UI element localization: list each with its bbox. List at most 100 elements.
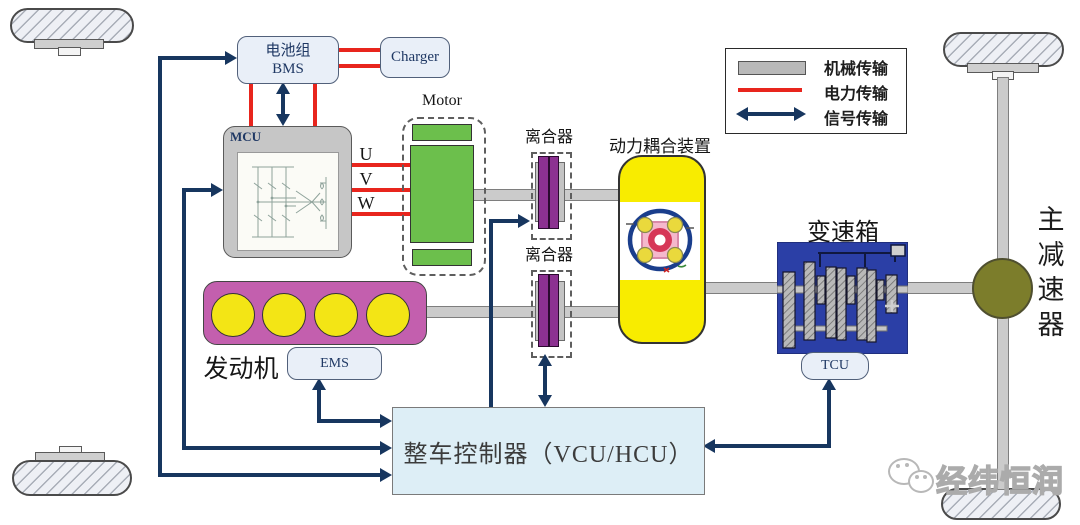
shaft-gearbox-to-reducer [906, 282, 976, 294]
motor-label: Motor [422, 92, 462, 109]
motor-dashed-outline [402, 117, 486, 276]
signal-line-tcu-horizontal [715, 444, 831, 448]
legend-signal-label: 信号传输 [824, 111, 889, 128]
electric-line-bms-mcu-2 [313, 82, 317, 126]
signal-line-vcu-bms-vertical [158, 56, 162, 477]
planetary-gear-drawing [626, 208, 694, 273]
wechat-eye [923, 475, 927, 479]
clutch-upper-label: 离合器 [524, 129, 573, 146]
clutch-lower-discs [538, 274, 559, 347]
signal-line-ems-horizontal [317, 419, 380, 423]
vcu-box: 整车控制器（VCU/HCU） [392, 407, 705, 495]
engine-cylinder [314, 293, 358, 337]
signal-line-into-vcu-bottom [158, 473, 380, 477]
arrowhead-into-vcu-right [703, 439, 715, 453]
engine-box [203, 281, 427, 345]
coupling-illustration-band [620, 202, 700, 280]
signal-line-tcu-vertical [827, 389, 831, 448]
tire [943, 32, 1064, 67]
charger-label: Charger [390, 49, 440, 65]
arrowhead-into-vcu-1 [380, 468, 392, 482]
arrowhead-into-bms [225, 51, 237, 65]
motor-body [410, 145, 474, 243]
shaft-right-upper [997, 77, 1009, 260]
ems-label: EMS [320, 355, 349, 371]
inverter-circuit-drawing [252, 166, 327, 238]
legend-electric-label: 电力传输 [824, 86, 889, 103]
legend-mechanical-label: 机械传输 [824, 61, 889, 78]
engine-cylinder [211, 293, 255, 337]
main-reducer-label: 主减速器 [1037, 205, 1065, 340]
arrowhead-into-ems [312, 378, 326, 390]
electric-line-bms-mcu-1 [249, 82, 253, 126]
watermark-text: 经纬恒润 [935, 463, 1064, 499]
electric-line-phase-w [352, 212, 410, 216]
shaft-coupling-to-gearbox [700, 282, 781, 294]
coupling-label: 动力耦合装置 [609, 137, 711, 156]
legend-mechanical-swatch [738, 61, 806, 75]
arrowhead-into-vcu-2 [380, 441, 392, 455]
wechat-bubble-small [908, 470, 934, 493]
mcu-box: MCU [223, 126, 352, 258]
motor-stator-top [412, 124, 472, 141]
tire [941, 488, 1061, 520]
arrowhead-into-tcu [822, 378, 836, 390]
battery-label-line1: 电池组 [265, 43, 311, 59]
arrowhead-into-clutch1 [518, 214, 530, 228]
signal-line-vcu-clutch1-horizontal [489, 219, 518, 223]
legend-box: 机械传输 电力传输 信号传输 [725, 48, 907, 134]
battery-bms-box: 电池组 BMS [237, 36, 339, 84]
wechat-eye [905, 463, 909, 467]
signal-line-vcu-clutch1-vertical [489, 219, 493, 407]
tire [10, 8, 134, 43]
electric-line-bms-charger-2 [337, 64, 380, 68]
charger-box: Charger [380, 37, 450, 78]
clutch-lower-dashed-outline [531, 270, 572, 358]
arrowhead-into-bms-bottom [276, 82, 290, 94]
phase-w-label: W [357, 193, 375, 213]
tcu-label: TCU [821, 358, 849, 373]
gearbox-drawing [776, 241, 909, 355]
clutch-upper-discs [538, 156, 559, 229]
arrowhead-into-clutch2 [538, 354, 552, 366]
tire [12, 460, 132, 496]
main-reducer-circle [972, 258, 1033, 319]
arrowhead-into-vcu-top [538, 395, 552, 407]
gearbox-box [776, 241, 909, 355]
battery-label-line2: BMS [272, 61, 304, 77]
mcu-label: MCU [230, 129, 262, 144]
signal-line-bms-mcu [281, 92, 285, 116]
arrowhead-into-mcu-top [276, 114, 290, 126]
motor-stator-bottom [412, 249, 472, 266]
inverter-schematic [237, 152, 339, 251]
ems-box: EMS [287, 347, 382, 380]
arrowhead-into-vcu-3 [380, 414, 392, 428]
wechat-eye [896, 464, 900, 468]
engine-cylinder [366, 293, 410, 337]
signal-line-into-vcu-mid [182, 446, 380, 450]
clutch-lower-label: 离合器 [524, 247, 573, 264]
legend-signal-arrow-left [736, 107, 748, 121]
hub-nub [58, 47, 81, 56]
vcu-label: 整车控制器（VCU/HCU） [403, 441, 694, 468]
phase-u-label: U [359, 144, 373, 164]
shaft-engine-to-coupling [424, 306, 622, 318]
electric-line-phase-v [352, 188, 410, 192]
tcu-box: TCU [801, 352, 869, 380]
watermark: 经纬恒润 [886, 452, 1066, 500]
gearbox-label: 变速箱 [807, 220, 879, 246]
signal-line-ems-vertical [317, 389, 321, 423]
coupling-box [618, 155, 706, 344]
electric-line-phase-u [352, 163, 410, 167]
signal-line-clutch2-vcu [543, 364, 547, 397]
arrowhead-into-mcu [211, 183, 223, 197]
legend-electric-swatch [738, 88, 802, 92]
signal-line-vcu-mcu-vertical [182, 188, 186, 450]
engine-label: 发动机 [203, 356, 279, 383]
signal-line-to-mcu [182, 188, 211, 192]
legend-signal-swatch [747, 112, 795, 116]
legend-signal-arrow-right [794, 107, 806, 121]
clutch-upper-dashed-outline [531, 152, 572, 240]
signal-line-to-bms [158, 56, 225, 60]
